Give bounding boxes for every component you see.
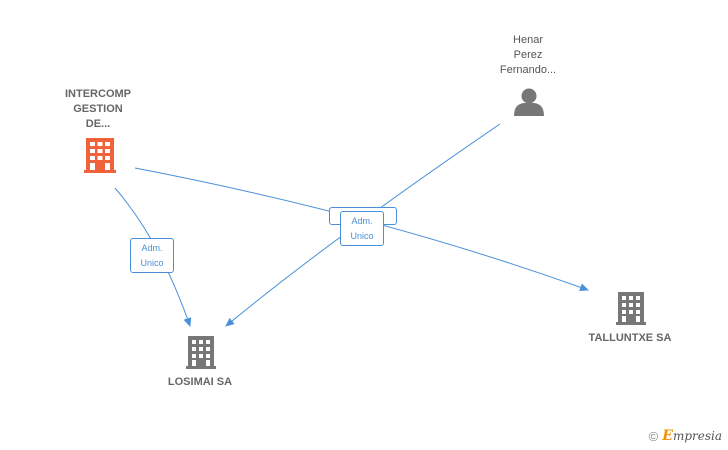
brand-watermark: © Empresia — [649, 428, 722, 444]
edge-label-line: Adm. — [351, 216, 373, 226]
edge-label[interactable]: Adm. Unico — [340, 211, 384, 246]
node-label-intercomp[interactable]: INTERCOMP GESTION DE... — [48, 87, 148, 132]
brand-initial: E — [662, 428, 673, 444]
edge-label-line: Unico — [350, 231, 374, 241]
brand-name: mpresia — [672, 429, 722, 443]
edge-label[interactable]: Adm. Unico — [130, 238, 174, 273]
building-icon[interactable] — [84, 138, 116, 173]
node-label-line: GESTION — [73, 103, 123, 115]
edge-label-line: Unico — [140, 258, 164, 268]
copyright-icon: © — [648, 428, 659, 444]
node-label-line: TALLUNTXE SA — [588, 332, 672, 344]
node-label-line: INTERCOMP — [65, 88, 131, 100]
node-label-losimai[interactable]: LOSIMAI SA — [150, 375, 250, 390]
node-label-talluntxe[interactable]: TALLUNTXE SA — [570, 331, 690, 346]
node-label-line: DE... — [85, 118, 111, 130]
brand-logo: Empresia — [662, 428, 722, 444]
building-icon[interactable] — [186, 336, 216, 369]
node-label-line: Perez — [513, 49, 543, 61]
person-icon[interactable] — [514, 88, 544, 117]
edge-label-line: Adm. — [141, 243, 163, 253]
node-label-line: Fernando... — [499, 64, 557, 76]
node-label-line: LOSIMAI SA — [167, 376, 233, 388]
node-label-line: Henar — [513, 34, 543, 46]
building-icon[interactable] — [616, 292, 646, 325]
node-label-henar[interactable]: Henar Perez Fernando... — [478, 33, 578, 78]
